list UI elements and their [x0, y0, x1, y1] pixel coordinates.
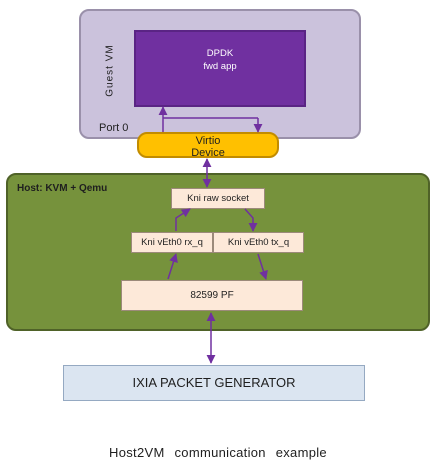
pf-to-rx-arrow [167, 253, 178, 280]
virtio-device-box: Virtio Device [137, 132, 279, 159]
pf-box: 82599 PF [121, 280, 303, 311]
virtio-line1: Virtio [195, 135, 221, 147]
host-label: Host: KVM + Qemu [17, 183, 108, 194]
rx-to-socket-arrow [175, 208, 191, 231]
virtio-line2: Device [191, 147, 225, 159]
dpdk-app-line2: fwd app [203, 61, 237, 72]
kni-rx-queue-box: Kni vEth0 rx_q [131, 232, 213, 253]
dpdk-app-line1: DPDK [206, 48, 234, 59]
kni-tx-queue-box: Kni vEth0 tx_q [213, 232, 304, 253]
port-label: Port 0 [99, 122, 129, 134]
ixia-packet-generator-box: IXIA PACKET GENERATOR [63, 365, 365, 401]
kni-raw-socket-box: Kni raw socket [171, 188, 265, 209]
socket-to-tx-arrow [244, 208, 258, 232]
dpdk-fwd-app-box: DPDK fwd app [134, 30, 306, 107]
figure-caption: Host2VM communication example [109, 445, 327, 460]
tx-to-pf-arrow [257, 253, 268, 280]
